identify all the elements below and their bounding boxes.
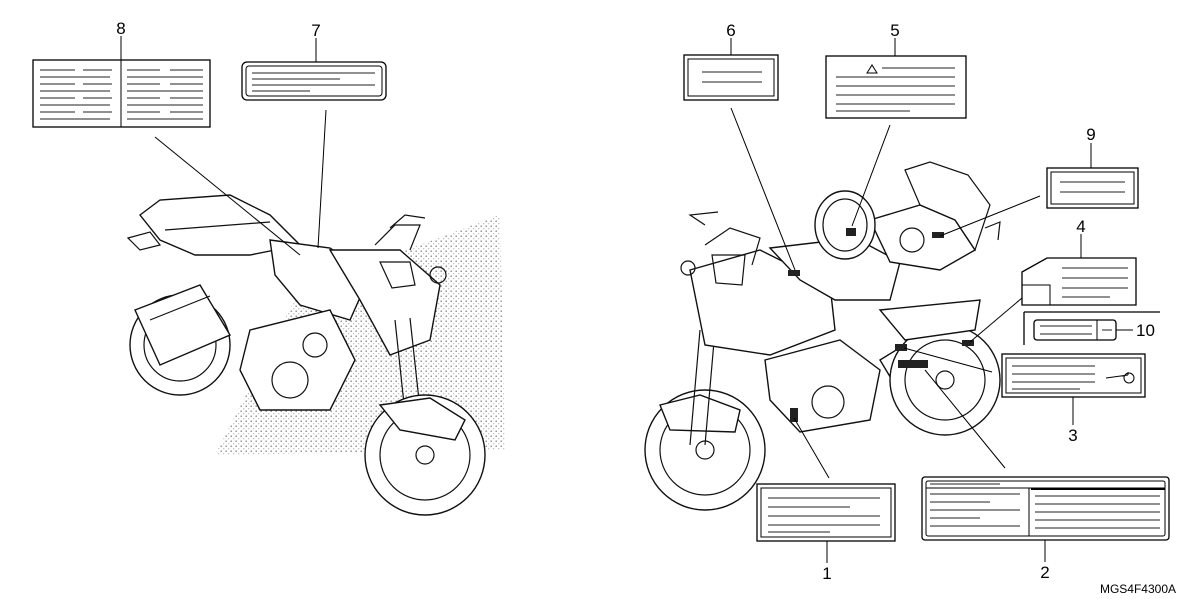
label-6-box: [683, 54, 779, 101]
label-2-position: [898, 360, 928, 368]
label-3-position: [895, 344, 907, 351]
diagram-code: MGS4F4300A: [1100, 582, 1176, 596]
callout-7: 7: [311, 21, 320, 40]
left-motorcycle-view: [126, 194, 505, 516]
callout-9: 9: [1086, 125, 1095, 144]
label-9-box: [1046, 167, 1139, 209]
callout-4: 4: [1076, 217, 1085, 236]
label-3-box: [1001, 353, 1146, 398]
callout-2: 2: [1040, 563, 1049, 582]
label-7-box: [241, 61, 387, 101]
label-9-position: [932, 232, 944, 238]
callout-8: 8: [116, 19, 125, 38]
label-4-position: [962, 340, 974, 346]
label-1-box: [756, 483, 896, 542]
label-5-box: [825, 55, 967, 119]
leader-lines: [120, 36, 1133, 563]
label-1-position: [790, 408, 798, 422]
label-4-box: [1021, 257, 1137, 306]
right-motorcycle-view: [644, 161, 1001, 511]
callout-3: 3: [1068, 426, 1077, 445]
callout-5: 5: [890, 21, 899, 40]
label-2-box: [921, 476, 1170, 541]
label-5-position: [846, 228, 856, 236]
label-6-position: [788, 270, 800, 276]
label-8-box: [32, 59, 211, 128]
callout-10: 10: [1136, 321, 1155, 340]
callout-6: 6: [726, 21, 735, 40]
callout-1: 1: [822, 564, 831, 583]
